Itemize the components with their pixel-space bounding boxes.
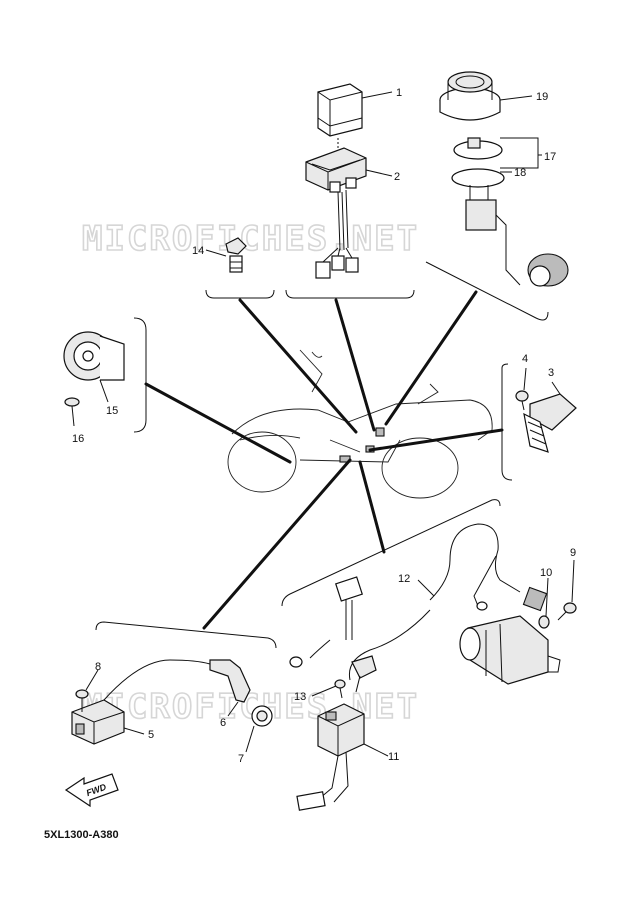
- part-13-bolt: [334, 679, 346, 699]
- part-2-relay-holder: [305, 147, 367, 279]
- watermark-top: MICROFICHES.NET: [82, 219, 419, 259]
- thick-leader-9-13: [358, 460, 386, 554]
- leader-1: [361, 91, 393, 99]
- bracket-14: [205, 289, 275, 299]
- part-15-horn: [63, 331, 125, 381]
- callout-17: 17: [544, 151, 556, 163]
- leader-14: [205, 249, 227, 257]
- part-11-starter-relay: [296, 703, 365, 811]
- callout-1: 1: [396, 87, 402, 99]
- thick-leader-1-2: [334, 298, 376, 432]
- thick-leader-15-16: [144, 382, 292, 464]
- watermark-bottom: MICROFICHES.NET: [82, 687, 419, 727]
- motorcycle-outline: [227, 349, 493, 499]
- leader-9: [571, 559, 575, 603]
- part-8-bolt: [75, 689, 89, 712]
- leader-6: [227, 701, 239, 717]
- callout-19: 19: [536, 91, 548, 103]
- plug-cap-upper: [351, 655, 377, 693]
- part-17-18-fuel-pump: [451, 137, 569, 287]
- callout-13: 13: [294, 691, 306, 703]
- bracket-15-16: [133, 317, 147, 433]
- bracket-17: [500, 137, 539, 169]
- thick-leader-17-19: [384, 290, 478, 426]
- bracket-9-13: [281, 499, 501, 607]
- leader-19: [499, 95, 533, 101]
- leader-8: [85, 669, 99, 691]
- part-3-rectifier: [523, 393, 577, 453]
- callout-4: 4: [522, 353, 528, 365]
- callout-16: 16: [72, 433, 84, 445]
- callout-11: 11: [388, 751, 399, 763]
- callout-5: 5: [148, 729, 154, 741]
- fwd-arrow: FWD: [64, 773, 119, 808]
- part-19-ring-nut: [439, 71, 501, 121]
- callout-12: 12: [398, 573, 410, 585]
- callout-8: 8: [95, 661, 101, 673]
- part-4-screw: [515, 390, 529, 411]
- leader-5: [123, 727, 145, 735]
- callout-18: 18: [514, 167, 526, 179]
- leader-2: [365, 169, 393, 177]
- bracket-3-4: [501, 363, 513, 481]
- leader-4: [523, 367, 527, 391]
- leader-12: [417, 579, 435, 597]
- leader-10: [545, 577, 549, 617]
- bracket-1-2: [285, 289, 415, 299]
- thick-leader-3-4: [368, 428, 504, 452]
- part-6-plug-cap: [209, 659, 251, 703]
- leader-3: [551, 381, 561, 395]
- callout-2: 2: [394, 171, 400, 183]
- part-5-ignition-coil: [71, 659, 211, 745]
- part-1-relay: [317, 83, 363, 137]
- leader-7: [245, 725, 255, 753]
- starter-motor: [459, 615, 561, 685]
- part-9-bolt: [557, 602, 577, 621]
- callout-6: 6: [220, 717, 226, 729]
- bracket-17-19: [425, 261, 549, 321]
- leader-13: [311, 685, 337, 697]
- part-10-washer: [538, 615, 550, 629]
- callout-3: 3: [548, 367, 554, 379]
- callout-15: 15: [106, 405, 118, 417]
- callout-9: 9: [570, 547, 576, 559]
- thick-leader-5-8: [202, 458, 352, 630]
- bracket-5-8: [95, 621, 277, 649]
- part-14-sensor: [225, 237, 247, 273]
- part-7-seal: [251, 705, 273, 727]
- callout-7: 7: [238, 753, 244, 765]
- callout-14: 14: [192, 245, 204, 257]
- leader-11: [363, 743, 389, 757]
- thick-leader-14: [238, 298, 358, 434]
- leader-15: [99, 379, 109, 403]
- diagram-part-code: 5XL1300-A380: [44, 829, 119, 841]
- part-12-cable: [289, 523, 548, 681]
- part-16-bolt: [64, 397, 80, 427]
- callout-10: 10: [540, 567, 552, 579]
